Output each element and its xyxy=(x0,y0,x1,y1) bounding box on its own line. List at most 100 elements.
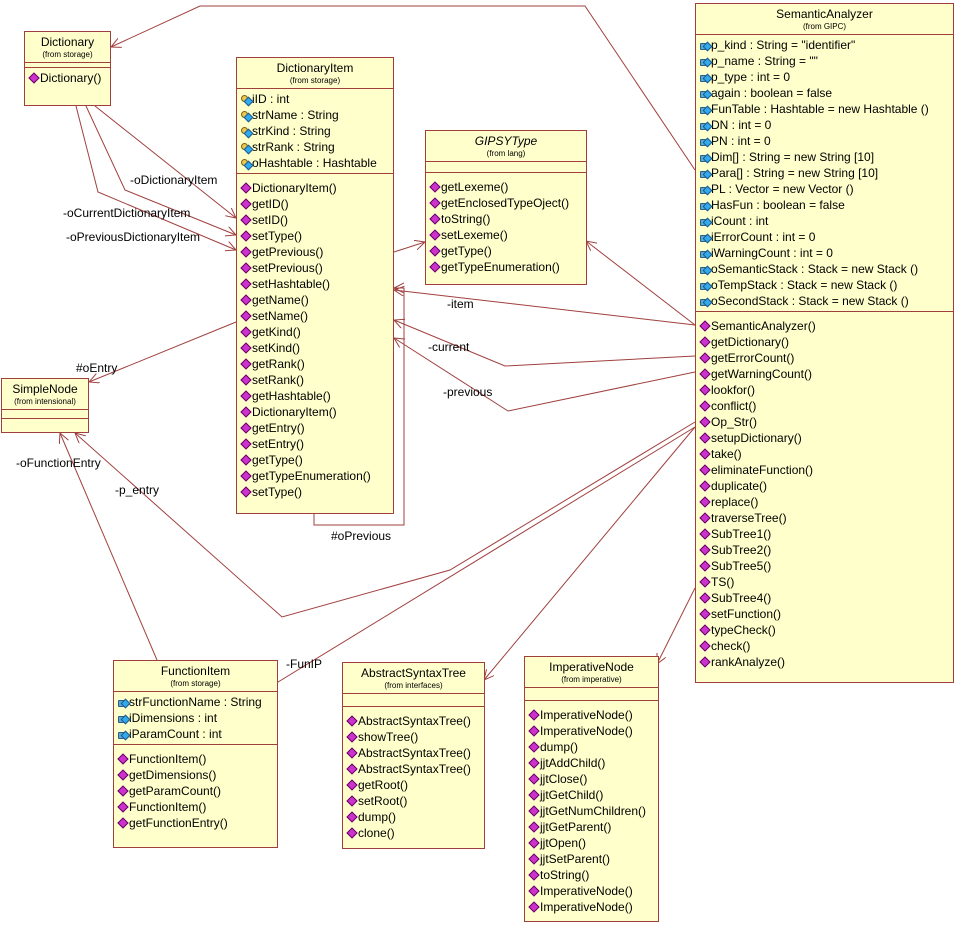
operation-icon xyxy=(430,262,440,272)
operation-icon xyxy=(700,481,710,491)
class-semanticanalyzer[interactable]: SemanticAnalyzer (from GIPC) p_kind : St… xyxy=(695,3,954,683)
operation-icon xyxy=(529,774,539,784)
class-package: (from intensional) xyxy=(14,397,76,406)
attribute-row: iCount : int xyxy=(700,213,953,229)
operation-section xyxy=(2,419,88,427)
operation-icon xyxy=(347,732,357,742)
lock-icon xyxy=(700,136,710,146)
operation-section: FunctionItem()getDimensions()getParamCou… xyxy=(114,745,277,833)
operation-row: conflict() xyxy=(700,398,953,414)
operation-icon xyxy=(241,279,251,289)
operation-text: getTypeEnumeration() xyxy=(441,260,560,274)
attribute-row: oTempStack : Stack = new Stack () xyxy=(700,277,953,293)
operation-text: setPrevious() xyxy=(252,261,323,275)
attribute-row: iParamCount : int xyxy=(118,726,277,742)
attribute-text: iErrorCount : int = 0 xyxy=(711,230,816,244)
operation-section: ImperativeNode()ImperativeNode()dump()jj… xyxy=(525,701,658,917)
operation-icon xyxy=(529,710,539,720)
attribute-text: Dim[] : String = new String [10] xyxy=(711,150,875,164)
operation-row: SubTree2() xyxy=(700,542,953,558)
operation-text: ImperativeNode() xyxy=(540,900,633,914)
operation-icon xyxy=(700,577,710,587)
attribute-text: oTempStack : Stack = new Stack () xyxy=(711,278,898,292)
operation-icon xyxy=(700,497,710,507)
attribute-text: oSecondStack : Stack = new Stack () xyxy=(711,294,909,308)
operation-icon xyxy=(700,369,710,379)
attribute-row: strFunctionName : String xyxy=(118,694,277,710)
operation-text: eliminateFunction() xyxy=(711,463,814,477)
operation-row: getEntry() xyxy=(241,420,393,436)
operation-text: DictionaryItem() xyxy=(252,181,337,195)
operation-row: getTypeEnumeration() xyxy=(430,259,586,275)
class-name: SemanticAnalyzer xyxy=(776,7,873,21)
class-name: Dictionary xyxy=(40,35,95,49)
operation-text: getParamCount() xyxy=(129,784,222,798)
class-imperativenode[interactable]: ImperativeNode (from imperative) Imperat… xyxy=(524,656,659,922)
operation-icon xyxy=(347,748,357,758)
operation-text: jjtAddChild() xyxy=(540,756,606,770)
attribute-row: strName : String xyxy=(241,107,393,123)
operation-text: getRoot() xyxy=(358,778,409,792)
attribute-text: PL : Vector = new Vector () xyxy=(711,182,854,196)
attribute-text: iWarningCount : int = 0 xyxy=(711,246,833,260)
attribute-text: again : boolean = false xyxy=(711,86,833,100)
operation-text: setID() xyxy=(252,213,288,227)
operation-icon xyxy=(241,183,251,193)
operation-icon xyxy=(241,327,251,337)
operation-icon xyxy=(529,838,539,848)
operation-row: setKind() xyxy=(241,340,393,356)
operation-row: getType() xyxy=(241,452,393,468)
operation-icon xyxy=(700,593,710,603)
operation-row: AbstractSyntaxTree() xyxy=(347,761,484,777)
attribute-text: PN : int = 0 xyxy=(711,134,771,148)
operation-text: SubTree5() xyxy=(711,559,772,573)
operation-section: Dictionary() xyxy=(25,68,110,88)
key-icon xyxy=(241,158,251,168)
operation-text: SubTree2() xyxy=(711,543,772,557)
operation-row: setRank() xyxy=(241,372,393,388)
operation-row: AbstractSyntaxTree() xyxy=(347,713,484,729)
operation-text: dump() xyxy=(358,810,397,824)
attribute-row: FunTable : Hashtable = new Hashtable () xyxy=(700,101,953,117)
class-functionitem[interactable]: FunctionItem (from storage) strFunctionN… xyxy=(113,660,278,848)
class-gipsytype[interactable]: GIPSYType (from lang) getLexeme()getEncl… xyxy=(425,130,587,285)
operation-row: clone() xyxy=(347,825,484,841)
lock-icon xyxy=(700,248,710,258)
label-funip: -FunIP xyxy=(286,657,323,671)
operation-row: getErrorCount() xyxy=(700,350,953,366)
operation-icon xyxy=(529,870,539,880)
assoc-dictitem-to-gipsy xyxy=(393,242,425,253)
attribute-row: iID : int xyxy=(241,91,393,107)
attribute-row: oHashtable : Hashtable xyxy=(241,155,393,171)
class-name: AbstractSyntaxTree xyxy=(361,666,466,680)
key-icon xyxy=(241,110,251,120)
operation-text: replace() xyxy=(711,495,759,509)
operation-row: traverseTree() xyxy=(700,510,953,526)
operation-row: dump() xyxy=(529,739,658,755)
label-odictionaryitem: -oDictionaryItem xyxy=(130,173,218,187)
class-name: ImperativeNode xyxy=(549,660,634,674)
operation-row: setLexeme() xyxy=(430,227,586,243)
lock-icon xyxy=(118,697,128,707)
operation-icon xyxy=(430,214,440,224)
attribute-text: strFunctionName : String xyxy=(129,695,262,709)
class-simplenode[interactable]: SimpleNode (from intensional) xyxy=(1,378,89,433)
operation-text: SemanticAnalyzer() xyxy=(711,319,816,333)
operation-text: getTypeEnumeration() xyxy=(252,469,371,483)
operation-icon xyxy=(118,786,128,796)
attribute-text: strName : String xyxy=(252,108,339,122)
operation-icon xyxy=(118,818,128,828)
operation-text: TS() xyxy=(711,575,735,589)
operation-row: getKind() xyxy=(241,324,393,340)
operation-text: conflict() xyxy=(711,399,757,413)
operation-icon xyxy=(700,385,710,395)
operation-row: setType() xyxy=(241,228,393,244)
class-package: (from storage) xyxy=(42,50,93,59)
attribute-row: strKind : String xyxy=(241,123,393,139)
class-abstractsyntaxtree[interactable]: AbstractSyntaxTree (from interfaces) Abs… xyxy=(342,662,485,849)
lock-icon xyxy=(118,713,128,723)
operation-text: clone() xyxy=(358,826,395,840)
class-dictionary[interactable]: Dictionary (from storage) Dictionary() xyxy=(24,31,111,106)
operation-icon xyxy=(347,780,357,790)
